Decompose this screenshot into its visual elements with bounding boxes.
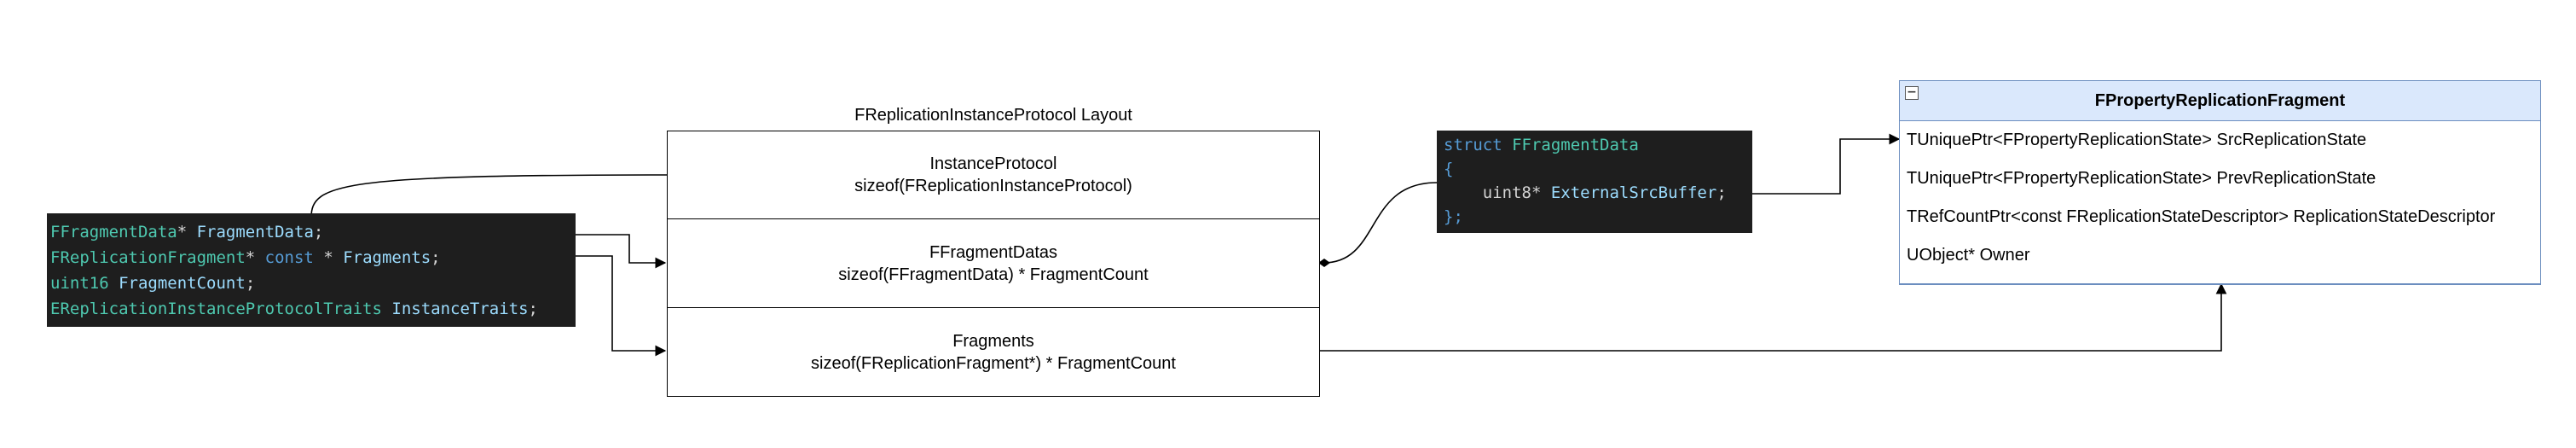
code-token: * <box>313 248 344 267</box>
code-token: { <box>1444 160 1454 178</box>
layout-title: FReplicationInstanceProtocol Layout <box>854 106 1132 125</box>
cell-name: InstanceProtocol <box>929 154 1057 173</box>
code-token: * <box>245 248 265 267</box>
cell-name: Fragments <box>952 331 1034 351</box>
cell-size: sizeof(FReplicationInstanceProtocol) <box>854 177 1132 195</box>
collapse-icon[interactable]: − <box>1905 86 1919 100</box>
code-token: struct <box>1444 136 1502 154</box>
connector-fragments-to-classbox <box>1320 282 2227 352</box>
connector-code-to-fragmentdatas <box>576 234 667 269</box>
code-token: }; <box>1444 207 1463 226</box>
code-token: ; <box>1716 183 1727 202</box>
code-token: Fragments <box>343 248 431 267</box>
class-methods-separator <box>1900 283 2540 284</box>
code-token: FragmentData <box>196 223 314 241</box>
code-token <box>382 300 391 318</box>
connector-code-to-fragments <box>576 255 667 357</box>
class-title: FPropertyReplicationFragment <box>2094 90 2346 110</box>
code-token <box>109 274 119 293</box>
code-token: InstanceTraits <box>391 300 529 318</box>
class-field: TUniquePtr<FPropertyReplicationState> Pr… <box>1907 169 2376 188</box>
cell-fragment-datas: FFragmentDatas sizeof(FFragmentData) * F… <box>667 218 1320 308</box>
code-token: ; <box>528 300 538 318</box>
fields-code-block: FFragmentData* FragmentData;FReplication… <box>47 213 576 327</box>
code-line: }; <box>1444 205 1745 229</box>
code-line: FReplicationFragment* const * Fragments; <box>50 245 572 271</box>
struct-code-block: struct FFragmentData { uint8* ExternalSrc… <box>1437 131 1752 233</box>
cell-fragments: Fragments sizeof(FReplicationFragment*) … <box>667 307 1320 397</box>
class-header: − FPropertyReplicationFragment <box>1900 81 2540 121</box>
cell-size: sizeof(FFragmentData) * FragmentCount <box>838 265 1149 284</box>
diamond-marker <box>1318 259 1330 267</box>
code-line: EReplicationInstanceProtocolTraits Insta… <box>50 296 572 322</box>
code-token: ExternalSrcBuffer <box>1550 183 1717 202</box>
cell-name: FFragmentDatas <box>929 242 1058 262</box>
class-field: TRefCountPtr<const FReplicationStateDesc… <box>1907 207 2496 226</box>
code-token: EReplicationInstanceProtocolTraits <box>50 300 382 318</box>
code-line: { <box>1444 157 1745 181</box>
code-token: ; <box>245 274 256 293</box>
class-field: UObject* Owner <box>1907 246 2030 265</box>
connector-fragmentdatas-to-struct <box>1323 182 1438 264</box>
connector-struct-to-classbox <box>1752 133 1901 195</box>
code-line: FFragmentData* FragmentData; <box>50 219 572 245</box>
cell-instance-protocol: InstanceProtocol sizeof(FReplicationInst… <box>667 131 1320 219</box>
code-token <box>1502 136 1512 154</box>
layout-table: InstanceProtocol sizeof(FReplicationInst… <box>667 131 1320 397</box>
code-token: ; <box>313 223 324 241</box>
code-line: uint16 FragmentCount; <box>50 271 572 296</box>
code-token: FragmentCount <box>119 274 246 293</box>
class-field: TUniquePtr<FPropertyReplicationState> Sr… <box>1907 131 2367 149</box>
code-line: struct FFragmentData <box>1444 133 1745 157</box>
code-token: FReplicationFragment <box>50 248 246 267</box>
class-fields: TUniquePtr<FPropertyReplicationState> Sr… <box>1900 121 2540 275</box>
class-box: − FPropertyReplicationFragment TUniquePt… <box>1899 80 2541 285</box>
code-token: const <box>264 248 314 267</box>
code-token: FFragmentData <box>50 223 177 241</box>
cell-size: sizeof(FReplicationFragment*) * Fragment… <box>811 353 1176 373</box>
code-token: ; <box>431 248 441 267</box>
code-line: uint8* ExternalSrcBuffer; <box>1444 181 1745 205</box>
code-token: FFragmentData <box>1512 136 1639 154</box>
code-token: uint16 <box>50 274 109 293</box>
code-token: uint8* <box>1444 183 1551 202</box>
connector-fragmentdata-to-instanceprotocol <box>310 174 668 218</box>
code-token: * <box>177 223 197 241</box>
